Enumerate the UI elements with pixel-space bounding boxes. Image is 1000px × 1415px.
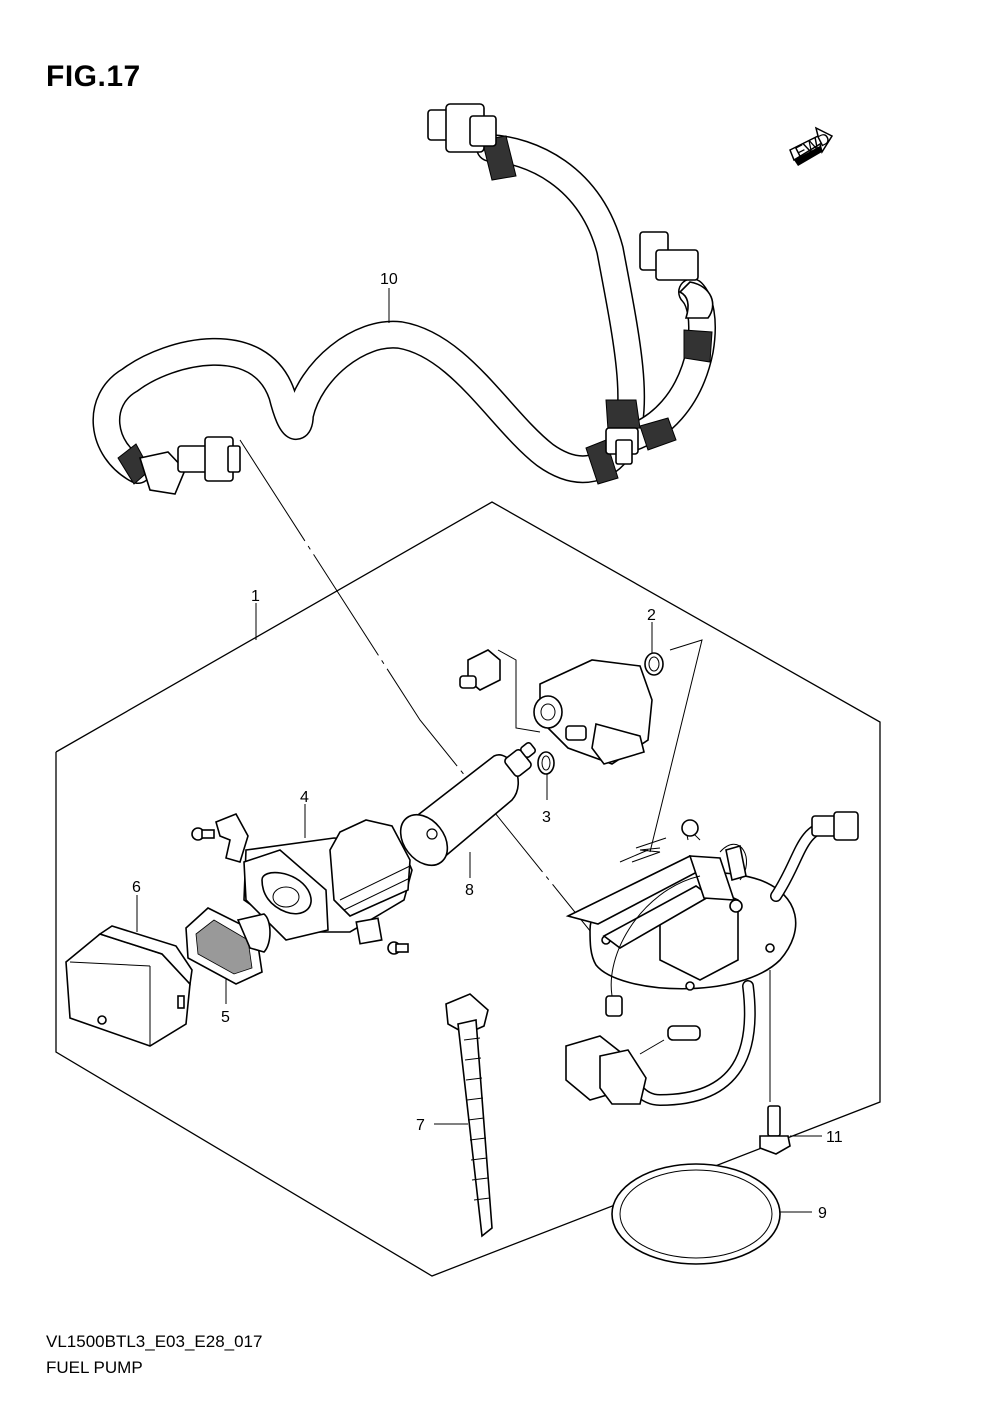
o-ring-part-2 [644,652,664,676]
leader-lines [136,288,822,1213]
callout-7: 7 [416,1117,425,1134]
callout-8: 8 [465,882,474,899]
pump-flange-plate [565,811,859,1106]
callout-9: 9 [818,1205,827,1222]
callout-10: 10 [380,271,398,288]
cover-part-6 [65,925,193,1047]
callout-2: 2 [647,607,656,624]
callout-4: 4 [300,789,309,806]
callout-11: 11 [826,1129,843,1146]
figure-title: FIG.17 [46,60,141,93]
fuel-filter-part-5 [185,907,271,985]
pump-bracket-part-4 [191,812,413,955]
callout-3: 3 [542,809,551,826]
callout-6: 6 [132,879,141,896]
pressure-regulator [459,649,653,765]
o-ring-part-3 [537,751,555,775]
fwd-arrow-icon: FWD [789,126,834,166]
callout-5: 5 [221,1009,230,1026]
fuel-hose-assembly [92,103,716,495]
bolt-part-11 [759,1105,791,1155]
cable-tie-part-7 [445,993,493,1238]
figure-name-caption: FUEL PUMP [46,1358,143,1377]
model-code-caption: VL1500BTL3_E03_E28_017 [46,1332,263,1351]
gasket-part-9 [611,1163,781,1265]
fuel-pump-motor-part-8 [399,741,537,867]
assembly-outline [55,501,881,1277]
callout-labels: 1 10 2 3 4 8 6 5 7 11 9 [132,271,843,1222]
callout-1: 1 [251,588,260,605]
